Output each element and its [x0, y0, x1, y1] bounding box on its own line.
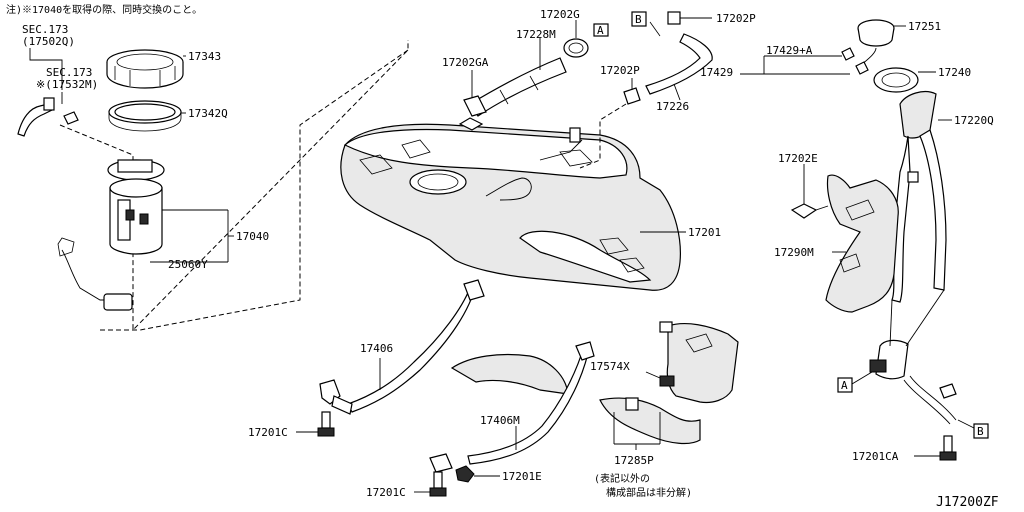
part-17226-breather-tube: B 17202P 17202P 17226	[579, 11, 756, 169]
label-17228M: 17228M	[516, 28, 556, 41]
part-17201C-bolt-bottom: 17201C	[366, 471, 447, 499]
part-17201-fuel-tank: 17201	[340, 123, 721, 291]
part-17406M-tank-strap: 17406M	[429, 341, 595, 473]
label-17220Q: 17220Q	[954, 114, 994, 127]
label-17202P-mid: 17202P	[600, 64, 640, 77]
label-17406M: 17406M	[480, 414, 520, 427]
part-17574X-insulator: 17574X	[590, 321, 739, 411]
label-17285P: 17285P	[614, 454, 654, 467]
label-17202P-top: 17202P	[716, 12, 756, 25]
part-17240-filler-seal: 17240	[873, 66, 971, 93]
connector-plug	[43, 97, 55, 111]
label-17040: 17040	[236, 230, 269, 243]
label-17343: 17343	[188, 50, 221, 63]
part-17201C-bolt-left: 17201C	[248, 411, 335, 439]
sec173-callouts: SEC.173 (17502Q) SEC.173 ※(17532M)	[17, 23, 98, 137]
label-17201: 17201	[688, 226, 721, 239]
label-17202E: 17202E	[778, 152, 818, 165]
fuel-level-sender-float	[103, 293, 133, 311]
label-17290M: 17290M	[774, 246, 814, 259]
label-17574X: 17574X	[590, 360, 630, 373]
label-17201CA: 17201CA	[852, 450, 899, 463]
part-17429-cap-tether: 17429+A 17429	[700, 44, 869, 79]
part-17406-tank-strap: 17406	[319, 279, 485, 415]
label-sec173-b: SEC.173	[46, 66, 92, 79]
label-17429A: 17429+A	[766, 44, 813, 57]
part-17290M-protector: 17290M	[774, 171, 919, 313]
ref-B-bottom: B	[977, 425, 984, 438]
part-17202E-clip: 17202E	[778, 152, 829, 219]
ref-A-top: A	[597, 24, 604, 37]
part-17342Q-gasket: 17342Q	[108, 100, 228, 132]
diagram-code: J17200ZF	[936, 495, 999, 510]
label-25060Y: 25060Y	[168, 258, 208, 271]
label-sec173-b-ref: ※(17532M)	[36, 78, 98, 91]
ref-box-B-bottom	[973, 423, 989, 439]
ref-A-bottom: A	[841, 379, 848, 392]
footer-note-line1: (表記以外の	[594, 472, 650, 485]
label-17240: 17240	[938, 66, 971, 79]
label-17202G: 17202G	[540, 8, 580, 21]
part-17201CA-bolt: 17201CA	[852, 435, 957, 463]
footer-note-line2: 構成部品は非分解)	[606, 486, 692, 499]
label-17201C-bottom: 17201C	[366, 486, 406, 499]
part-17202G-clamp: 17202G A	[540, 8, 609, 58]
label-17406: 17406	[360, 342, 393, 355]
part-17251-filler-cap: 17251	[857, 19, 941, 67]
part-17228M-filler-hose: 17228M	[469, 28, 567, 117]
label-17342Q: 17342Q	[188, 107, 228, 120]
label-17429: 17429	[700, 66, 733, 79]
part-17201E-nut: 17201E	[455, 465, 542, 483]
label-sec173-a-ref: (17502Q)	[22, 35, 75, 48]
ref-box-A-bottom	[837, 377, 853, 393]
label-17201E: 17201E	[502, 470, 542, 483]
part-17285P-bracket-set: 17285P (表記以外の 構成部品は非分解)	[594, 412, 692, 499]
label-17202GA: 17202GA	[442, 56, 489, 69]
part-17040-fuel-pump: 17040 25060Y	[57, 159, 269, 311]
sec173-b-clip	[63, 111, 79, 125]
label-17201C-left: 17201C	[248, 426, 288, 439]
pump-group-outline	[59, 40, 409, 332]
part-17220Q-filler-tube: 17220Q A B	[837, 91, 994, 439]
under-tank-protector	[450, 353, 701, 445]
part-17202GA-clamp: 17202GA	[442, 56, 489, 131]
label-sec173-a: SEC.173	[22, 23, 68, 36]
ref-box-A-top	[593, 23, 609, 37]
part-17343-lock-ring: 17343	[106, 49, 221, 89]
ref-B-top: B	[635, 13, 642, 26]
label-17226: 17226	[656, 100, 689, 113]
label-17251: 17251	[908, 20, 941, 33]
header-note: 注)※17040を取得の際、同時交換のこと。	[6, 3, 202, 16]
